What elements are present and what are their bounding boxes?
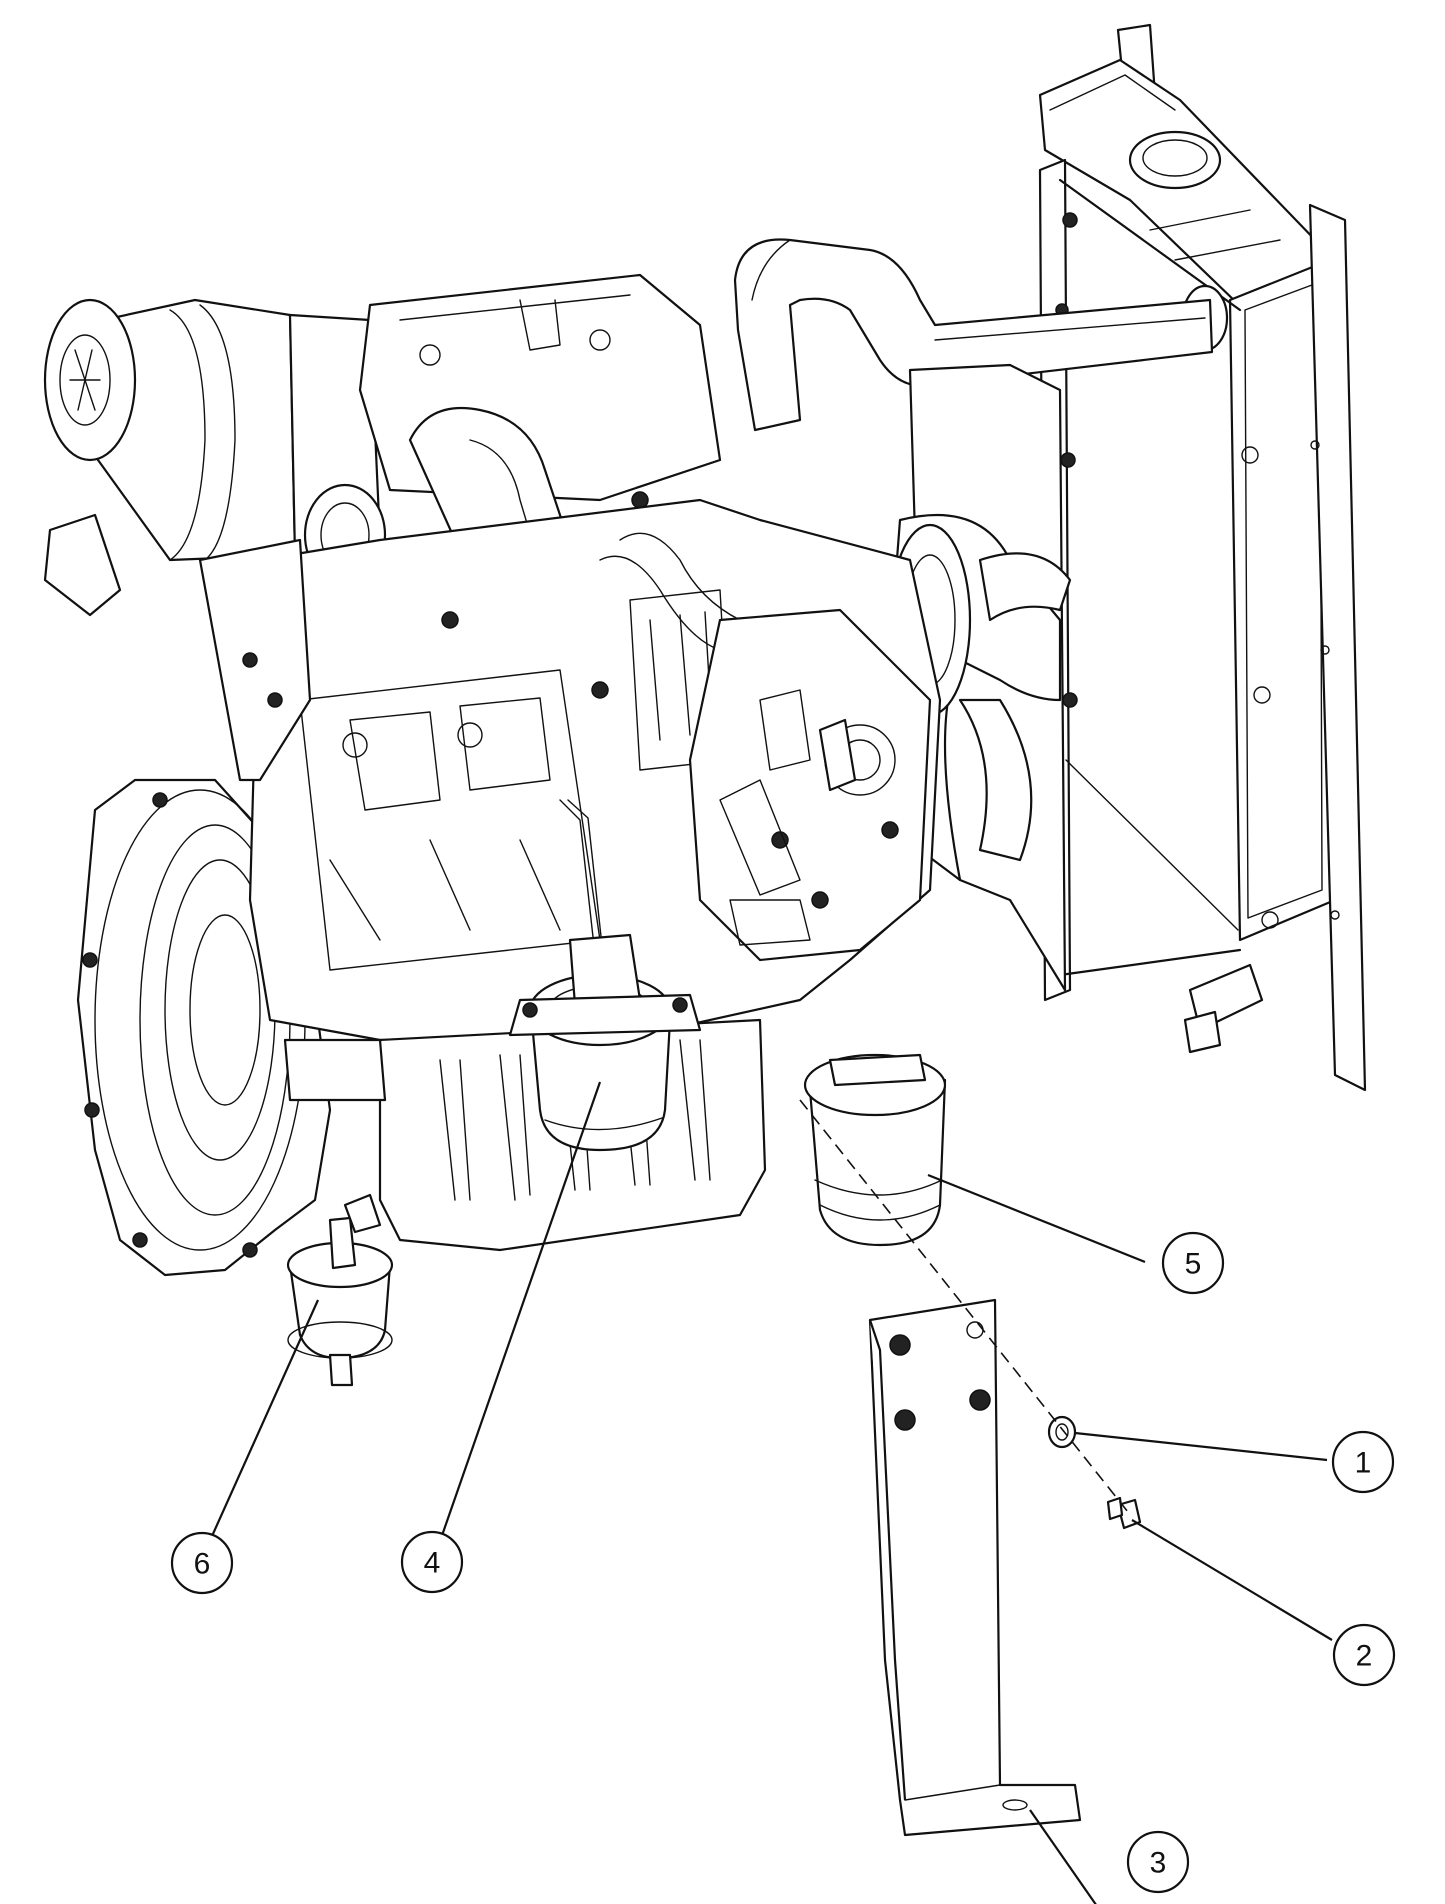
washer (1047, 1415, 1077, 1449)
engine-block (198, 498, 942, 1042)
callout-2: 2 (1332, 1623, 1396, 1687)
callout-1: 1 (1331, 1430, 1395, 1494)
svg-text:4: 4 (424, 1547, 441, 1580)
radiator-assembly (1038, 23, 1367, 1092)
fuel-filter (508, 933, 702, 1152)
bolt (1106, 1496, 1142, 1530)
svg-text:2: 2 (1356, 1640, 1373, 1673)
oil-filter (803, 1053, 947, 1247)
callout-3: 3 (1126, 1830, 1190, 1894)
leader-lines (206, 1081, 1333, 1904)
svg-text:6: 6 (194, 1548, 211, 1581)
svg-text:1: 1 (1355, 1447, 1372, 1480)
callout-5: 5 (1161, 1231, 1225, 1295)
callout-4: 4 (400, 1530, 464, 1594)
svg-text:5: 5 (1185, 1248, 1202, 1281)
assembly-axis-line (799, 1099, 1129, 1513)
engine-mount (286, 1193, 394, 1387)
svg-text:3: 3 (1150, 1847, 1167, 1880)
callout-6: 6 (170, 1531, 234, 1595)
upper-radiator-hose (733, 238, 1214, 432)
mounting-bracket (868, 1298, 1082, 1837)
